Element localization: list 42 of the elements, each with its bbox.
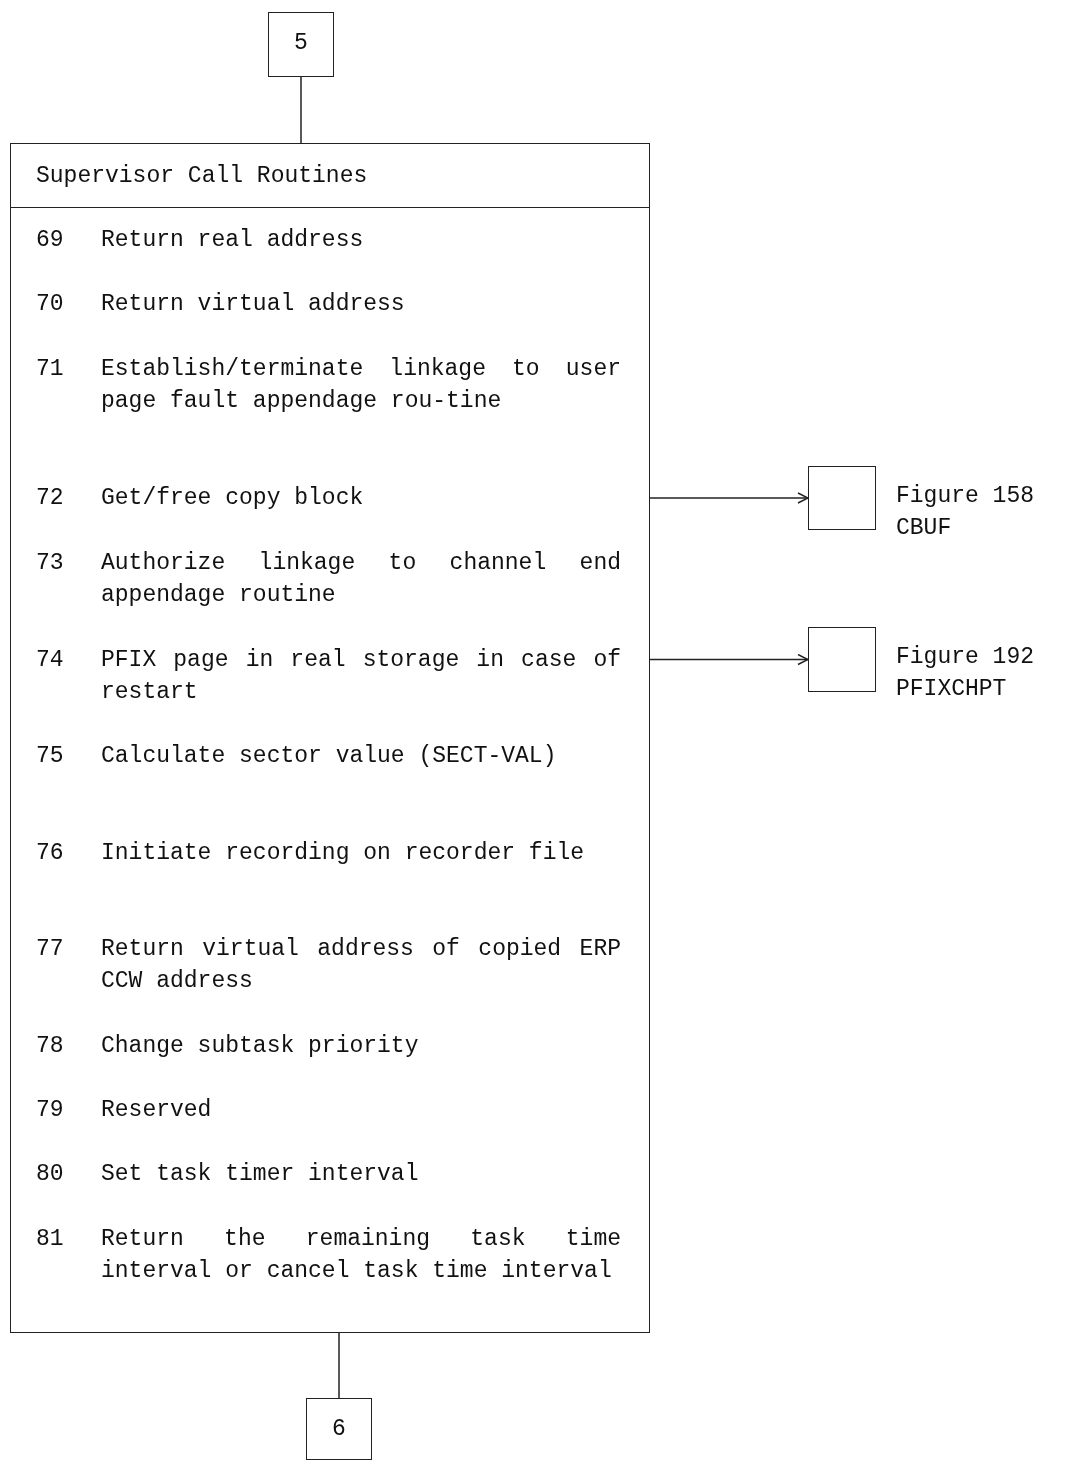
connector-box bbox=[268, 12, 334, 77]
empty-box bbox=[808, 627, 876, 692]
routine-description: Return the remaining task time interval or cancel task time interval bbox=[101, 1225, 621, 1286]
connector-line bbox=[338, 1332, 340, 1399]
call-number: 76 bbox=[36, 839, 64, 868]
call-number: 69 bbox=[36, 226, 64, 255]
call-number: 74 bbox=[36, 646, 64, 675]
empty-box bbox=[808, 466, 876, 530]
figure-reference: Figure 158 bbox=[896, 482, 1035, 511]
routine-description: Return virtual address of copied ERP CCW address bbox=[101, 935, 621, 996]
call-number: 79 bbox=[36, 1096, 64, 1125]
arrow bbox=[649, 653, 809, 666]
figure-reference: PFIXCHPT bbox=[896, 675, 1008, 704]
routine-description: Change subtask priority bbox=[101, 1032, 420, 1061]
call-number: 75 bbox=[36, 742, 64, 771]
figure-reference: CBUF bbox=[896, 514, 953, 543]
routine-description: Return real address bbox=[101, 226, 365, 255]
call-number: 72 bbox=[36, 484, 64, 513]
call-number: 78 bbox=[36, 1032, 64, 1061]
routine-description: Return virtual address bbox=[101, 290, 406, 319]
routine-description: Authorize linkage to channel end appendage routine bbox=[101, 549, 621, 610]
routine-description: Initiate recording on recorder file bbox=[101, 839, 586, 868]
call-number: 73 bbox=[36, 549, 64, 578]
connector-box bbox=[306, 1398, 372, 1460]
routine-description: PFIX page in real storage in case of restart bbox=[101, 646, 621, 707]
routine-description: Set task timer interval bbox=[101, 1160, 420, 1189]
routine-list-box bbox=[10, 143, 650, 1333]
box-heading: Supervisor Call Routines bbox=[36, 162, 368, 191]
call-number: 81 bbox=[36, 1225, 64, 1254]
routine-description: Reserved bbox=[101, 1096, 213, 1125]
routine-description: Establish/terminate linkage to user page fault appendage rou-tine bbox=[101, 355, 621, 416]
connector-number: 6 bbox=[331, 1415, 347, 1444]
call-number: 70 bbox=[36, 290, 64, 319]
routine-description: Get/free copy block bbox=[101, 484, 365, 513]
connector-number: 5 bbox=[293, 29, 309, 58]
call-number: 80 bbox=[36, 1160, 64, 1189]
routine-description: Calculate sector value (SECT-VAL) bbox=[101, 742, 558, 771]
connector-line bbox=[300, 76, 302, 144]
call-number: 77 bbox=[36, 935, 64, 964]
arrow bbox=[649, 492, 809, 504]
figure-reference: Figure 192 bbox=[896, 643, 1035, 672]
call-number: 71 bbox=[36, 355, 64, 384]
